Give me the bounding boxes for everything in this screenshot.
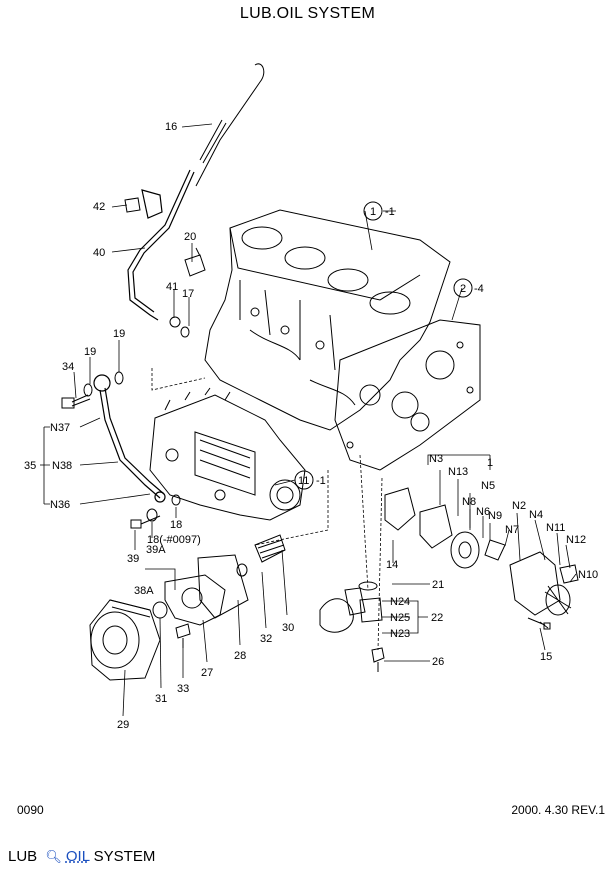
callout-32: 32 bbox=[260, 633, 272, 645]
callout-40: 40 bbox=[93, 247, 105, 259]
callout-N23: N23 bbox=[390, 628, 410, 640]
bolt-15 bbox=[527, 617, 551, 630]
callout-16: 16 bbox=[165, 121, 177, 133]
page-title: LUB.OIL SYSTEM bbox=[239, 5, 376, 22]
filter-housing bbox=[152, 554, 249, 626]
callout-39A: 39A bbox=[146, 544, 166, 556]
oil-filter bbox=[89, 599, 161, 681]
callout-19-right: 19 bbox=[113, 328, 125, 340]
callout-17: 17 bbox=[182, 288, 194, 300]
eye-bolt-39 bbox=[130, 494, 181, 529]
oil-pressure-switch bbox=[169, 247, 206, 338]
callout-2-4-suffix: -4 bbox=[474, 283, 484, 295]
callout-26: 26 bbox=[432, 656, 444, 668]
leader-lines bbox=[40, 123, 577, 717]
callout-1-1-suffix: -1 bbox=[385, 206, 395, 218]
oil-strainer bbox=[319, 581, 383, 633]
callout-21: 21 bbox=[432, 579, 444, 591]
part-labels: 16 42 40 20 41 17 1 -1 2 -4 19 19 34 N37… bbox=[24, 121, 598, 731]
page-code: 0090 bbox=[17, 803, 44, 817]
dashed-guides bbox=[151, 368, 383, 651]
caption-link-oil[interactable]: OIL bbox=[65, 848, 90, 865]
eye-bolt-34 bbox=[61, 394, 91, 409]
callout-27: 27 bbox=[201, 667, 213, 679]
bolt-26 bbox=[371, 647, 385, 672]
callout-N8: N8 bbox=[462, 496, 476, 508]
circled-callouts bbox=[294, 201, 473, 490]
callout-18-serial: 18(-#0097) bbox=[147, 534, 201, 546]
cylinder-block bbox=[204, 209, 451, 431]
callout-N38: N38 bbox=[52, 460, 72, 472]
callout-N24: N24 bbox=[390, 596, 410, 608]
oil-pipe bbox=[93, 374, 166, 503]
callout-14: 14 bbox=[386, 559, 398, 571]
dipstick bbox=[195, 63, 265, 187]
callout-N3: N3 bbox=[429, 453, 443, 465]
revision-date: 2000. 4.30 REV.1 bbox=[511, 803, 605, 817]
callout-11: 11 bbox=[298, 475, 309, 487]
callout-N5: N5 bbox=[481, 480, 495, 492]
relief-spring bbox=[236, 534, 286, 577]
callout-15: 15 bbox=[540, 651, 552, 663]
callout-N25: N25 bbox=[390, 612, 410, 624]
callout-42: 42 bbox=[93, 201, 105, 213]
callout-28: 28 bbox=[234, 650, 246, 662]
callout-11-suffix: -1 bbox=[316, 475, 326, 487]
callout-N11: N11 bbox=[546, 522, 565, 534]
gear-case-plate bbox=[334, 319, 481, 471]
oil-pump bbox=[384, 487, 579, 616]
dipstick-guide bbox=[127, 169, 195, 321]
callout-2-4: 2 bbox=[460, 283, 466, 295]
callout-31: 31 bbox=[155, 693, 167, 705]
callout-N37: N37 bbox=[50, 422, 70, 434]
caption-word-lub: LUB bbox=[8, 848, 38, 865]
callout-N9: N9 bbox=[488, 510, 502, 522]
callout-33: 33 bbox=[177, 683, 189, 695]
callout-20: 20 bbox=[184, 231, 196, 243]
callout-19-left: 19 bbox=[84, 346, 96, 358]
callout-34: 34 bbox=[62, 361, 74, 373]
callout-N36: N36 bbox=[50, 499, 70, 511]
callout-30: 30 bbox=[282, 622, 294, 634]
callout-N10: N10 bbox=[578, 569, 598, 581]
callout-N4: N4 bbox=[529, 509, 543, 521]
callout-22: 22 bbox=[431, 612, 443, 624]
callout-1-1: 1 bbox=[370, 206, 376, 218]
injection-pump bbox=[149, 387, 306, 521]
caption-bar: LUB 🔍︎OIL SYSTEM bbox=[8, 848, 155, 865]
caption-word-system: SYSTEM bbox=[93, 848, 156, 865]
callout-N12: N12 bbox=[566, 534, 586, 546]
callout-39: 39 bbox=[127, 553, 139, 565]
search-icon[interactable]: 🔍︎ bbox=[45, 849, 62, 864]
callout-N7: N7 bbox=[505, 524, 519, 536]
bolt-42 bbox=[124, 197, 141, 213]
callout-N13: N13 bbox=[448, 466, 468, 478]
callout-18: 18 bbox=[170, 519, 182, 531]
bolt-33 bbox=[175, 623, 191, 648]
callout-38A: 38A bbox=[134, 585, 154, 597]
callout-N2: N2 bbox=[512, 500, 526, 512]
callout-29: 29 bbox=[117, 719, 129, 731]
callout-41: 41 bbox=[166, 281, 178, 293]
callout-N6: N6 bbox=[476, 506, 490, 518]
callout-35: 35 bbox=[24, 460, 36, 472]
callout-1: 1 bbox=[487, 457, 493, 469]
